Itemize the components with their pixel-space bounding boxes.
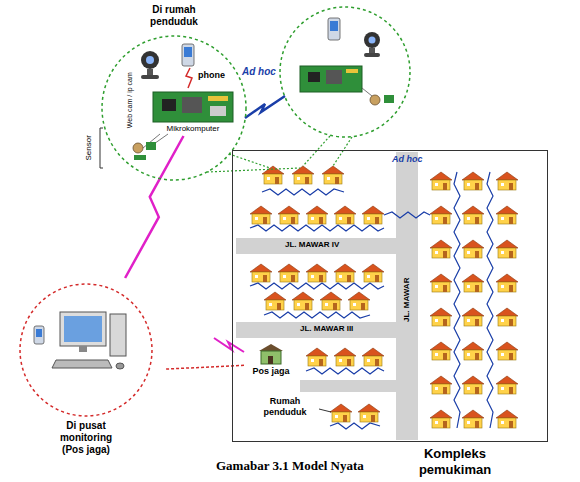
- link-label: Ad hoc: [392, 154, 423, 165]
- door: [268, 356, 273, 364]
- node-outline: [232, 150, 548, 480]
- settlement-complex: Kompleks pemukiman Pos jaga: [232, 150, 548, 480]
- dashed-circle: [20, 284, 152, 416]
- camera-label: Web cam / ip cam: [126, 72, 134, 128]
- complex-border: [233, 151, 548, 442]
- circuit-board: [153, 92, 233, 122]
- houses: [250, 166, 518, 428]
- sensor-icons: [133, 134, 168, 160]
- sensor-bracket: [100, 128, 103, 168]
- adhoc-link: [245, 96, 285, 118]
- link-label: Ad hoc: [242, 66, 276, 78]
- adhoc-links: [250, 172, 493, 429]
- roof: [259, 344, 283, 351]
- dashed-circle: [280, 7, 410, 137]
- leader-line: [319, 409, 331, 412]
- sensor-icons: [362, 88, 394, 105]
- node-label: Kompleks pemukiman: [400, 446, 510, 477]
- node-label: Mikrokomputer: [152, 124, 234, 134]
- wireless-link: [125, 136, 183, 278]
- street-name: JL. MAWAR: [402, 278, 412, 322]
- connector: [208, 96, 228, 101]
- figure-caption: Gamabar 3.1 Model Nyata: [216, 458, 364, 474]
- monitoring-circle: Di pusat monitoring (Pos jaga): [6, 278, 166, 468]
- phone-label: phone: [198, 70, 225, 81]
- node-label: Di pusat monitoring (Pos jaga): [54, 420, 118, 456]
- wireless-link: [186, 68, 192, 88]
- webcam-icon: [141, 51, 159, 79]
- roads: [236, 152, 418, 440]
- computer-icon: [34, 312, 126, 369]
- sensor-label: Sensor: [83, 135, 93, 160]
- home-node-circle: Di rumah pendudukMikrokomputer: [96, 2, 252, 182]
- street-name: JL. MAWAR III: [300, 324, 353, 334]
- street-name: JL. MAWAR IV: [285, 240, 339, 250]
- dashed-circle: [102, 36, 246, 180]
- phone-icon: [328, 18, 340, 40]
- node-label: Di rumah penduduk: [132, 4, 216, 28]
- wireless-link: [214, 338, 244, 352]
- board-icon: [300, 66, 362, 92]
- chip: [162, 99, 176, 111]
- webcam-icon: [364, 32, 380, 57]
- port: [210, 106, 226, 116]
- guard-hut: [261, 351, 281, 364]
- microcomputer-board: Mikrokomputer: [152, 90, 234, 136]
- callout-label: Rumah penduduk: [254, 396, 316, 418]
- chip: [182, 97, 202, 113]
- phone-icon: [182, 44, 194, 66]
- node-outline: [244, 344, 298, 384]
- node-label: Pos jaga: [244, 366, 298, 377]
- guard-post: Pos jaga: [244, 344, 298, 384]
